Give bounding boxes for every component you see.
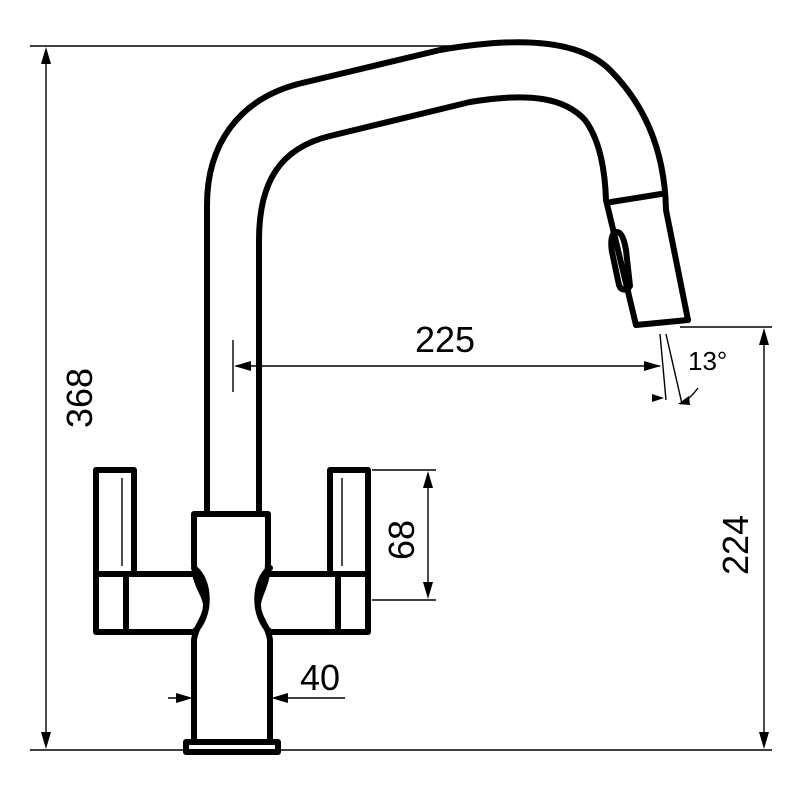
body-width-arrow-right bbox=[271, 693, 288, 703]
spray-angle-ray bbox=[665, 333, 683, 405]
total-height-arrow-bottom bbox=[41, 732, 51, 749]
spray-angle-arrow-left bbox=[652, 394, 664, 402]
left-handle-grip bbox=[93, 467, 137, 577]
base-plate bbox=[183, 739, 281, 755]
body-width-label: 40 bbox=[300, 657, 340, 698]
body-waist-right bbox=[254, 565, 273, 635]
handle-height-arrow-bottom bbox=[423, 582, 433, 599]
faucet-outline bbox=[93, 39, 691, 755]
total-height-label: 368 bbox=[59, 368, 100, 428]
body-waist-left bbox=[191, 565, 210, 635]
dimension-handle-height: 68 bbox=[372, 469, 436, 601]
spray-angle-arrow-right bbox=[678, 396, 690, 405]
reach-arrow-right bbox=[644, 361, 661, 371]
spout-height-arrow-top bbox=[759, 328, 769, 345]
handle-height-label: 68 bbox=[381, 520, 422, 560]
reach-label: 225 bbox=[415, 319, 475, 360]
faucet-body bbox=[191, 511, 273, 745]
spout-height-arrow-bottom bbox=[759, 732, 769, 749]
spout-inner-contour bbox=[256, 94, 639, 515]
spout-height-label: 224 bbox=[715, 515, 756, 575]
right-handle-cap bbox=[335, 571, 371, 635]
spray-head-button bbox=[608, 229, 633, 293]
dimension-total-height: 368 bbox=[30, 45, 455, 751]
total-height-arrow-top bbox=[41, 47, 51, 64]
handle-height-arrow-top bbox=[423, 471, 433, 488]
spout-outer-contour bbox=[204, 39, 691, 515]
spray-head-tip bbox=[633, 317, 691, 328]
reach-extension-right bbox=[659, 333, 667, 401]
left-handle-arm bbox=[123, 571, 197, 635]
right-handle-arm bbox=[267, 571, 341, 635]
spray-head-band bbox=[608, 191, 664, 205]
dimension-spray-angle: 13° bbox=[652, 333, 727, 405]
right-handle-grip bbox=[327, 467, 371, 577]
reach-arrow-left bbox=[234, 361, 251, 371]
dimension-reach: 225 bbox=[232, 319, 667, 401]
spray-angle-label: 13° bbox=[688, 346, 727, 376]
dimension-spout-height: 224 bbox=[278, 326, 772, 751]
body-width-arrow-left bbox=[176, 693, 193, 703]
dimension-body-width: 40 bbox=[168, 657, 345, 703]
left-handle-cap bbox=[93, 571, 129, 635]
